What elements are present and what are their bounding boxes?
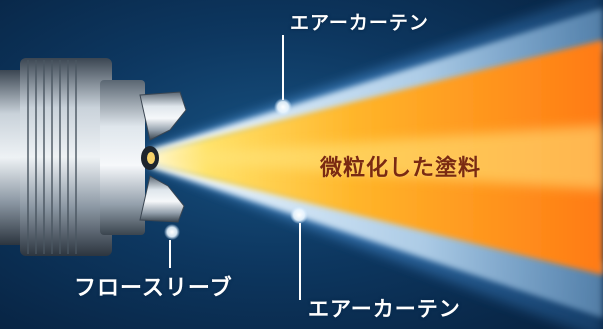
air-curtain-upper: [150, 8, 603, 154]
atomized-paint-label: 微粒化した塗料: [320, 156, 482, 181]
callout-air-curtain-bottom: [290, 206, 308, 300]
fluid-sleeve-label: フロースリーブ: [74, 276, 233, 301]
air-curtain-bottom-label: エアーカーテン: [308, 297, 461, 321]
air-curtain-top-label: エアーカーテン: [290, 12, 429, 34]
callout-air-curtain-top: [274, 35, 292, 116]
spray-gun-nozzle: [0, 58, 187, 256]
callout-fluid-sleeve: [164, 224, 180, 268]
air-curtain-lower: [150, 163, 603, 318]
spray-core-highlight: [152, 125, 603, 190]
